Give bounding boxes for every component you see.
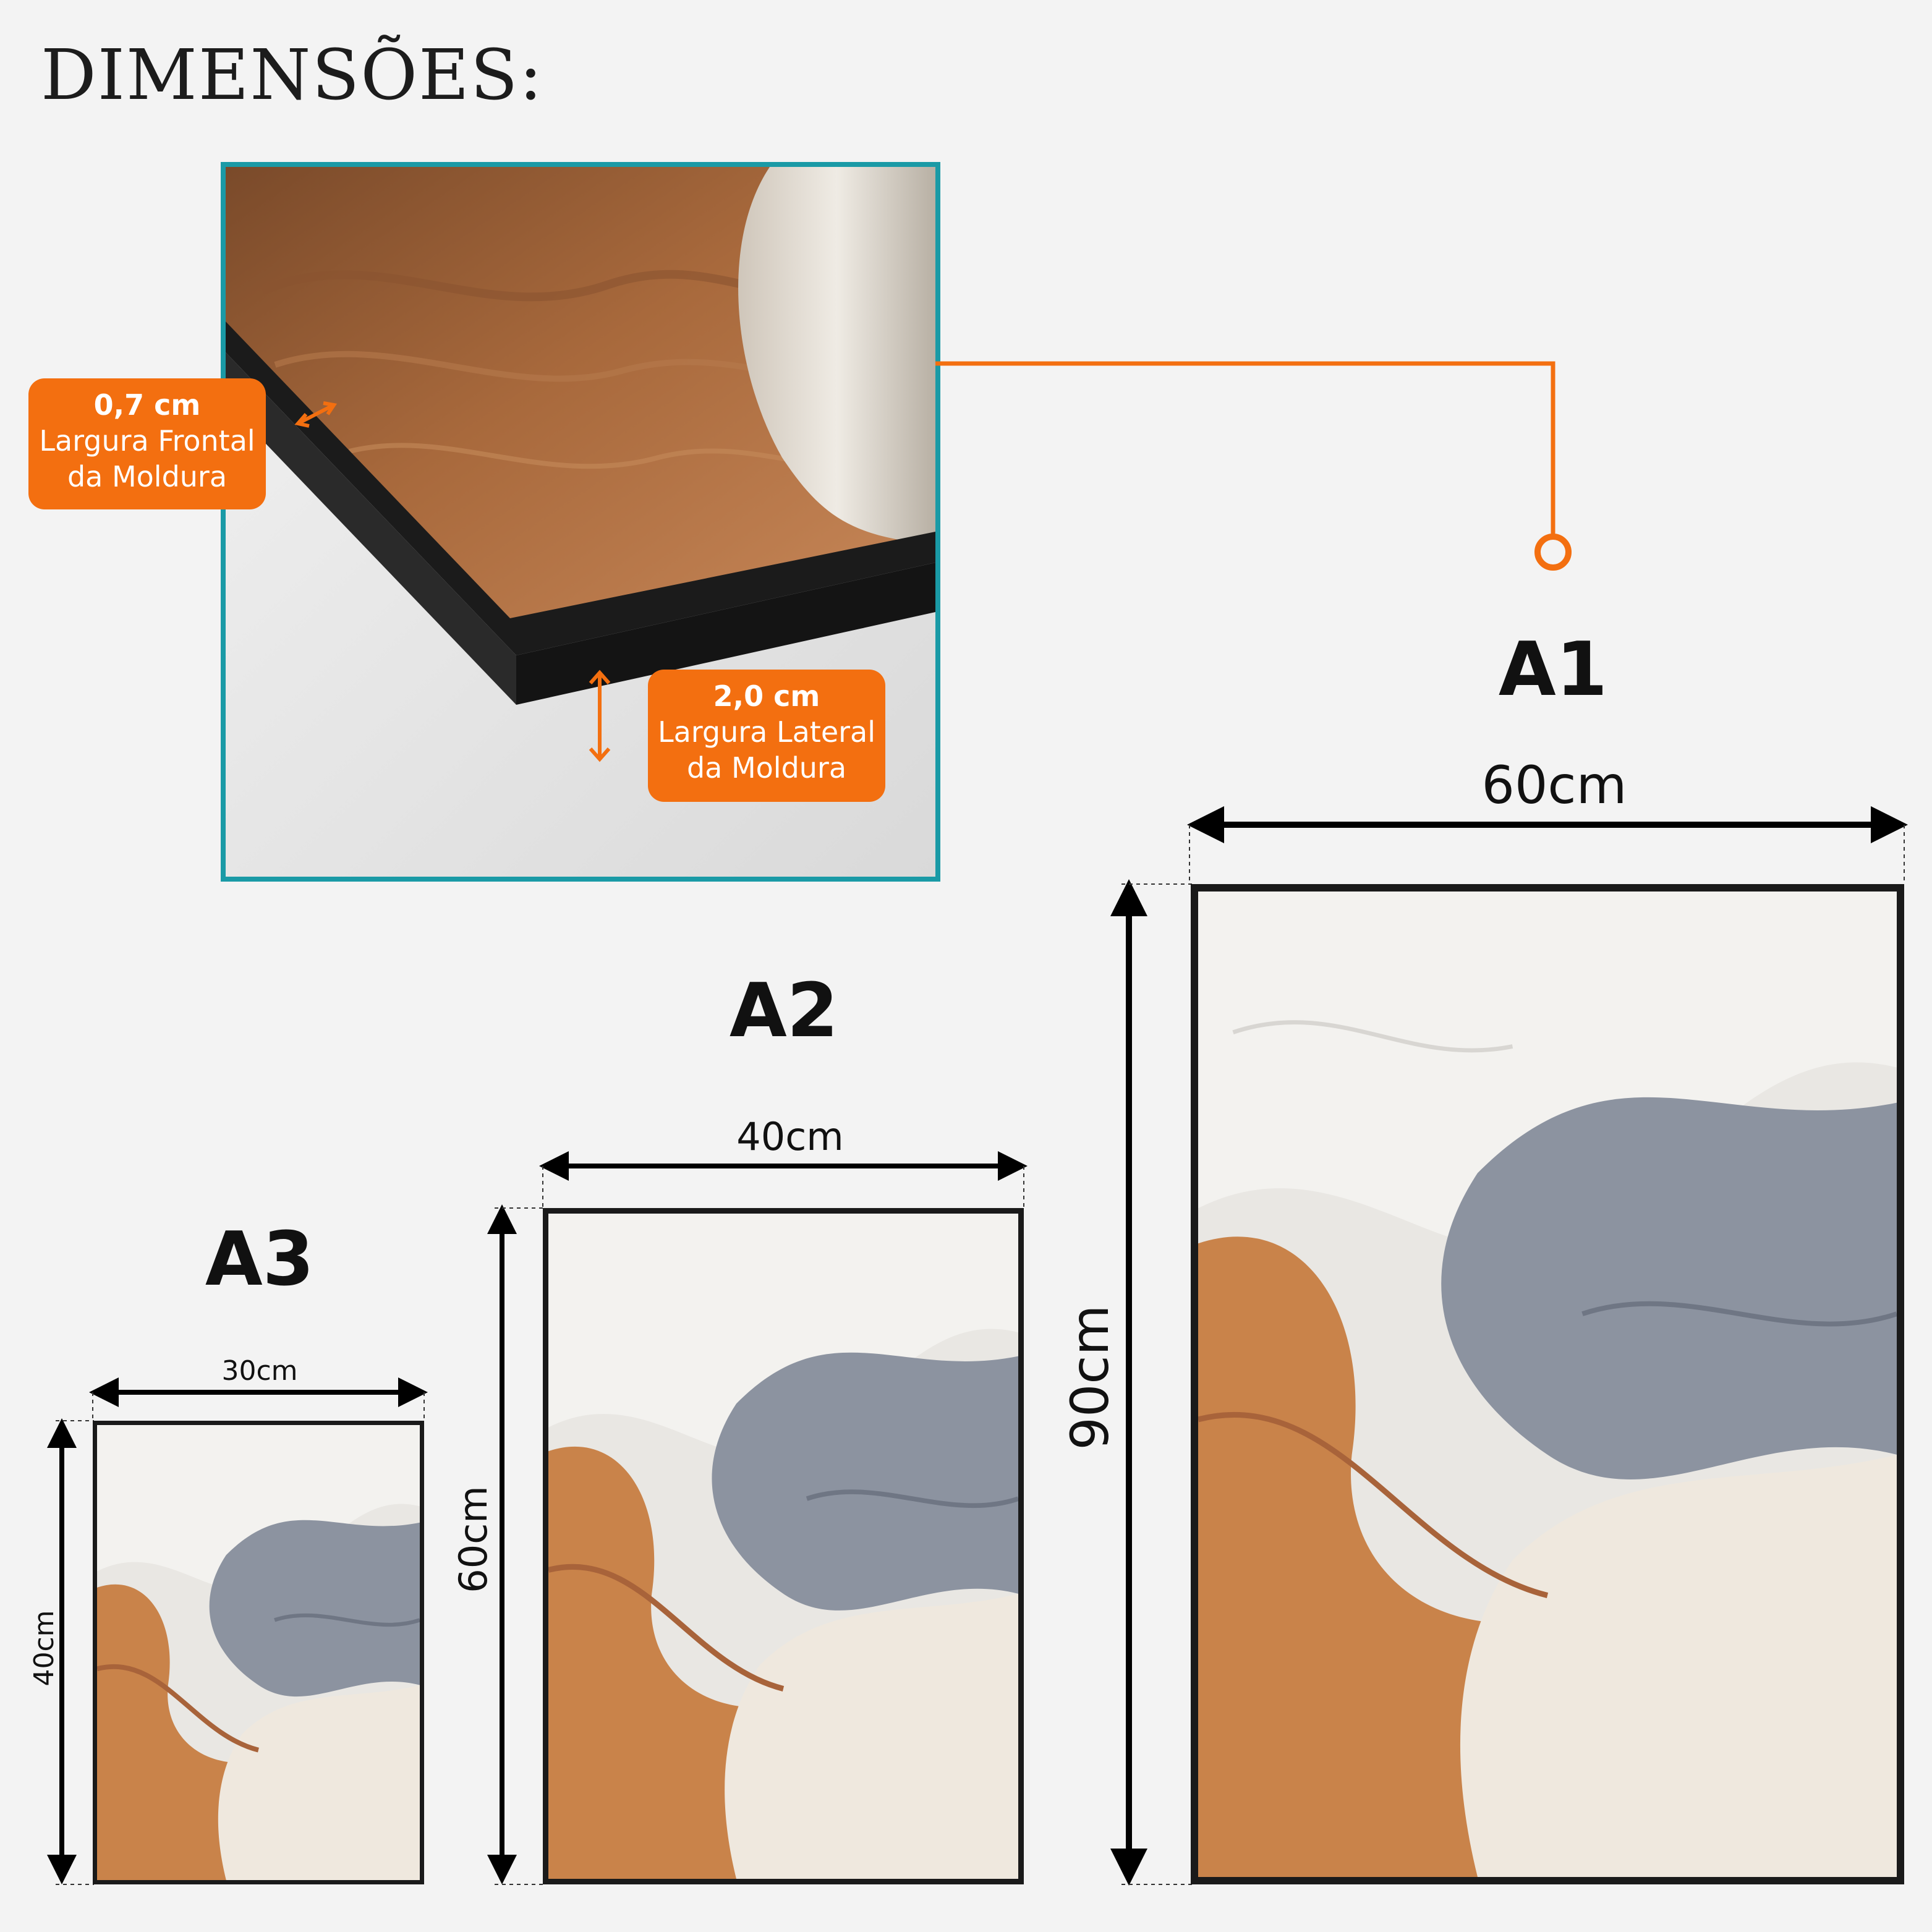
side-width-label-1: Largura Lateral: [657, 715, 876, 749]
width-label-a2: 40cm: [736, 1114, 844, 1159]
front-width-label-1: Largura Frontal: [39, 424, 255, 457]
side-width-label-2: da Moldura: [686, 751, 847, 785]
height-label-a3: 40cm: [28, 1610, 60, 1687]
side-width-badge: 2,0 cm Largura Lateral da Moldura: [648, 670, 885, 802]
artwork-a2: [543, 1208, 1024, 1884]
artwork-a1-image: [1198, 892, 1897, 1877]
front-width-arrow: [294, 401, 338, 428]
page-title: DIMENSÕES:: [41, 35, 544, 116]
width-label-a3: 30cm: [221, 1355, 298, 1387]
front-width-badge: 0,7 cm Largura Frontal da Moldura: [28, 378, 266, 509]
artwork-a3-image: [97, 1425, 420, 1880]
guide-lines: [56, 825, 1905, 1885]
connector-line: [935, 361, 1555, 538]
artwork-a2-image: [548, 1214, 1018, 1879]
front-width-label-2: da Moldura: [67, 460, 228, 493]
size-label-a3: A3: [205, 1217, 315, 1303]
height-label-a1: 90cm: [1060, 1304, 1120, 1450]
side-width-value: 2,0 cm: [713, 679, 820, 713]
width-label-a1: 60cm: [1481, 755, 1627, 815]
artwork-a3: [93, 1421, 424, 1884]
size-label-a2: A2: [729, 968, 839, 1054]
connector-dot: [1534, 534, 1572, 571]
height-label-a2: 60cm: [451, 1486, 496, 1593]
artwork-a1: [1191, 884, 1904, 1884]
side-width-arrow: [589, 670, 611, 762]
size-label-a1: A1: [1498, 627, 1608, 713]
front-width-value: 0,7 cm: [93, 388, 201, 422]
